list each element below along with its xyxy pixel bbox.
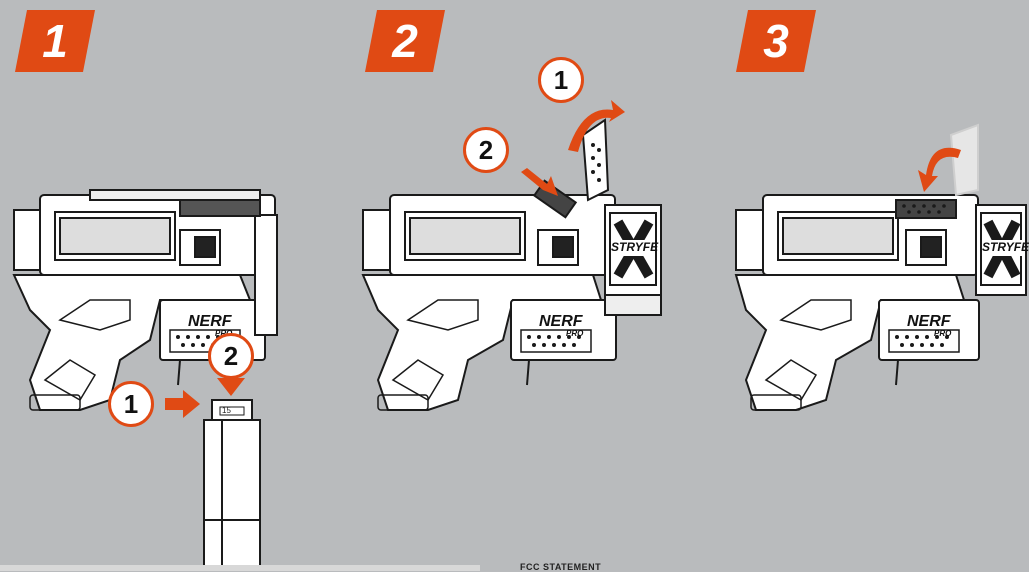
callout-1: 1	[108, 381, 154, 427]
nerf-logo: NERF	[907, 313, 951, 330]
blaster-illustration	[734, 123, 1027, 411]
step-number-badge: 3	[736, 10, 816, 72]
step-number: 1	[42, 15, 68, 67]
step-number-badge: 1	[15, 10, 95, 72]
pro-logo: PRO	[934, 329, 952, 338]
step-1-panel: 1	[0, 0, 343, 571]
stryfe-logo: STRYFE	[982, 240, 1029, 254]
step-3-panel: 3	[686, 0, 1029, 571]
magazine-capacity-label: 15	[222, 406, 231, 415]
callout-2: 2	[208, 333, 254, 379]
callout-2: 2	[463, 127, 509, 173]
stryfe-logo: STRYFE	[611, 240, 659, 254]
page-bottom-strip	[0, 565, 480, 571]
step-number-badge: 2	[365, 10, 445, 72]
step-number: 2	[392, 15, 418, 67]
callout-1: 1	[538, 57, 584, 103]
blaster-illustration	[361, 100, 662, 411]
nerf-logo: NERF	[188, 313, 232, 330]
blaster-illustration	[12, 189, 278, 571]
fcc-statement-heading: FCC STATEMENT	[520, 562, 602, 572]
nerf-logo: NERF	[539, 313, 583, 330]
step-2-panel: 2	[343, 0, 686, 571]
pro-logo: PRO	[566, 329, 584, 338]
step-number: 3	[763, 15, 789, 67]
